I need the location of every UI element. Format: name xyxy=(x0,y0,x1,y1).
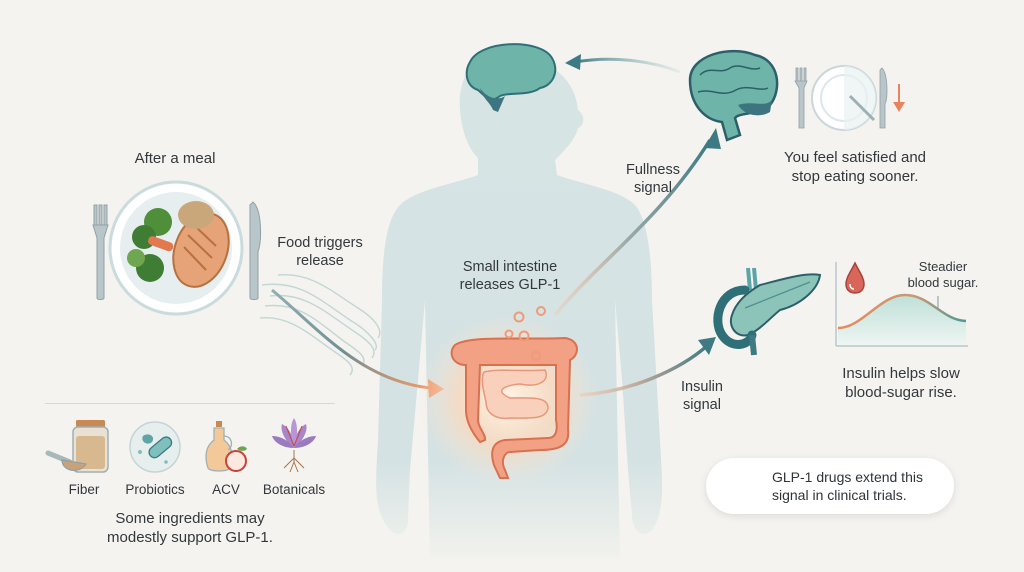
satisfied-line1: You feel satisfied and xyxy=(783,149,927,166)
insulin-arrowhead xyxy=(698,337,716,355)
decrease-arrow-icon xyxy=(893,84,905,112)
pancreas-icon xyxy=(713,267,822,356)
ingredient-label-probiotics: Probiotics xyxy=(125,482,185,497)
empty-plate-icon xyxy=(811,65,877,131)
after-meal-title: After a meal xyxy=(134,150,216,167)
callout-line1: GLP-1 drugs extend this xyxy=(772,469,923,485)
fullness-label-line2: signal xyxy=(634,180,672,196)
callout-text: GLP-1 drugs extend this signal in clinic… xyxy=(772,468,923,504)
brain-icon xyxy=(688,50,779,142)
insulin-label-line1: Insulin xyxy=(681,379,723,395)
ingredient-label-botanicals: Botanicals xyxy=(262,482,326,497)
blood-sugar-chart xyxy=(835,262,968,347)
saffron-flower-icon xyxy=(272,418,316,473)
insulin-result-line1: Insulin helps slow xyxy=(842,365,960,382)
head-brain-icon xyxy=(465,43,557,112)
fork-icon xyxy=(92,204,109,300)
ingredients-note-line2: modestly support GLP-1. xyxy=(107,529,273,546)
fullness-signal-arrow xyxy=(553,139,712,317)
intestine-label: Small intestine releases GLP-1 xyxy=(445,258,575,294)
ingredients-divider xyxy=(45,403,335,404)
insulin-signal-arrow xyxy=(579,343,710,397)
steadier-line2: blood sugar. xyxy=(907,275,979,290)
fullness-arrowhead xyxy=(704,128,721,149)
satisfied-line2: stop eating sooner. xyxy=(791,168,919,185)
food-trigger-arrow xyxy=(271,288,431,390)
intestine-icon xyxy=(450,306,578,479)
glp1-drugs-callout: GLP-1 drugs extend this signal in clinic… xyxy=(706,458,954,514)
ingredient-label-fiber: Fiber xyxy=(68,482,100,497)
insulin-signal-label: Insulin signal xyxy=(662,378,742,414)
insulin-result-line2: blood-sugar rise. xyxy=(845,384,957,401)
small-knife-icon xyxy=(879,67,888,129)
food-triggers-label: Food triggers release xyxy=(277,235,363,269)
fiber-jar-icon xyxy=(45,420,109,473)
blood-sugar-area xyxy=(838,295,966,345)
vinegar-apple-icon xyxy=(205,421,247,472)
ingredients-note: Some ingredients may modestly support GL… xyxy=(80,509,300,547)
fullness-signal-label: Fullness signal xyxy=(608,161,698,197)
blood-drop-icon xyxy=(845,261,865,294)
intestine-label-line2: releases GLP-1 xyxy=(459,277,561,293)
probiotics-capsule-icon xyxy=(129,421,181,473)
steadier-line1: Steadier xyxy=(918,259,968,274)
food-flow-waves xyxy=(259,274,381,376)
fullness-label-line1: Fullness xyxy=(626,162,680,178)
intestine-label-line1: Small intestine xyxy=(462,259,558,275)
small-fork-icon xyxy=(794,67,808,129)
knife-icon xyxy=(249,201,262,300)
insulin-result-text: Insulin helps slow blood-sugar rise. xyxy=(826,364,976,402)
blood-sugar-curve xyxy=(837,293,967,330)
satisfied-result-text: You feel satisfied and stop eating soone… xyxy=(755,148,955,186)
ingredients-note-line1: Some ingredients may xyxy=(115,510,265,527)
insulin-label-line2: signal xyxy=(683,397,721,413)
feedback-arrow-to-head xyxy=(574,57,681,74)
ingredient-label-acv: ACV xyxy=(212,482,240,497)
steadier-label: Steadier blood sugar. xyxy=(893,259,993,291)
arrowhead-to-head xyxy=(565,54,581,70)
meal-plate-icon xyxy=(108,180,244,316)
callout-line2: signal in clinical trials. xyxy=(772,487,907,503)
